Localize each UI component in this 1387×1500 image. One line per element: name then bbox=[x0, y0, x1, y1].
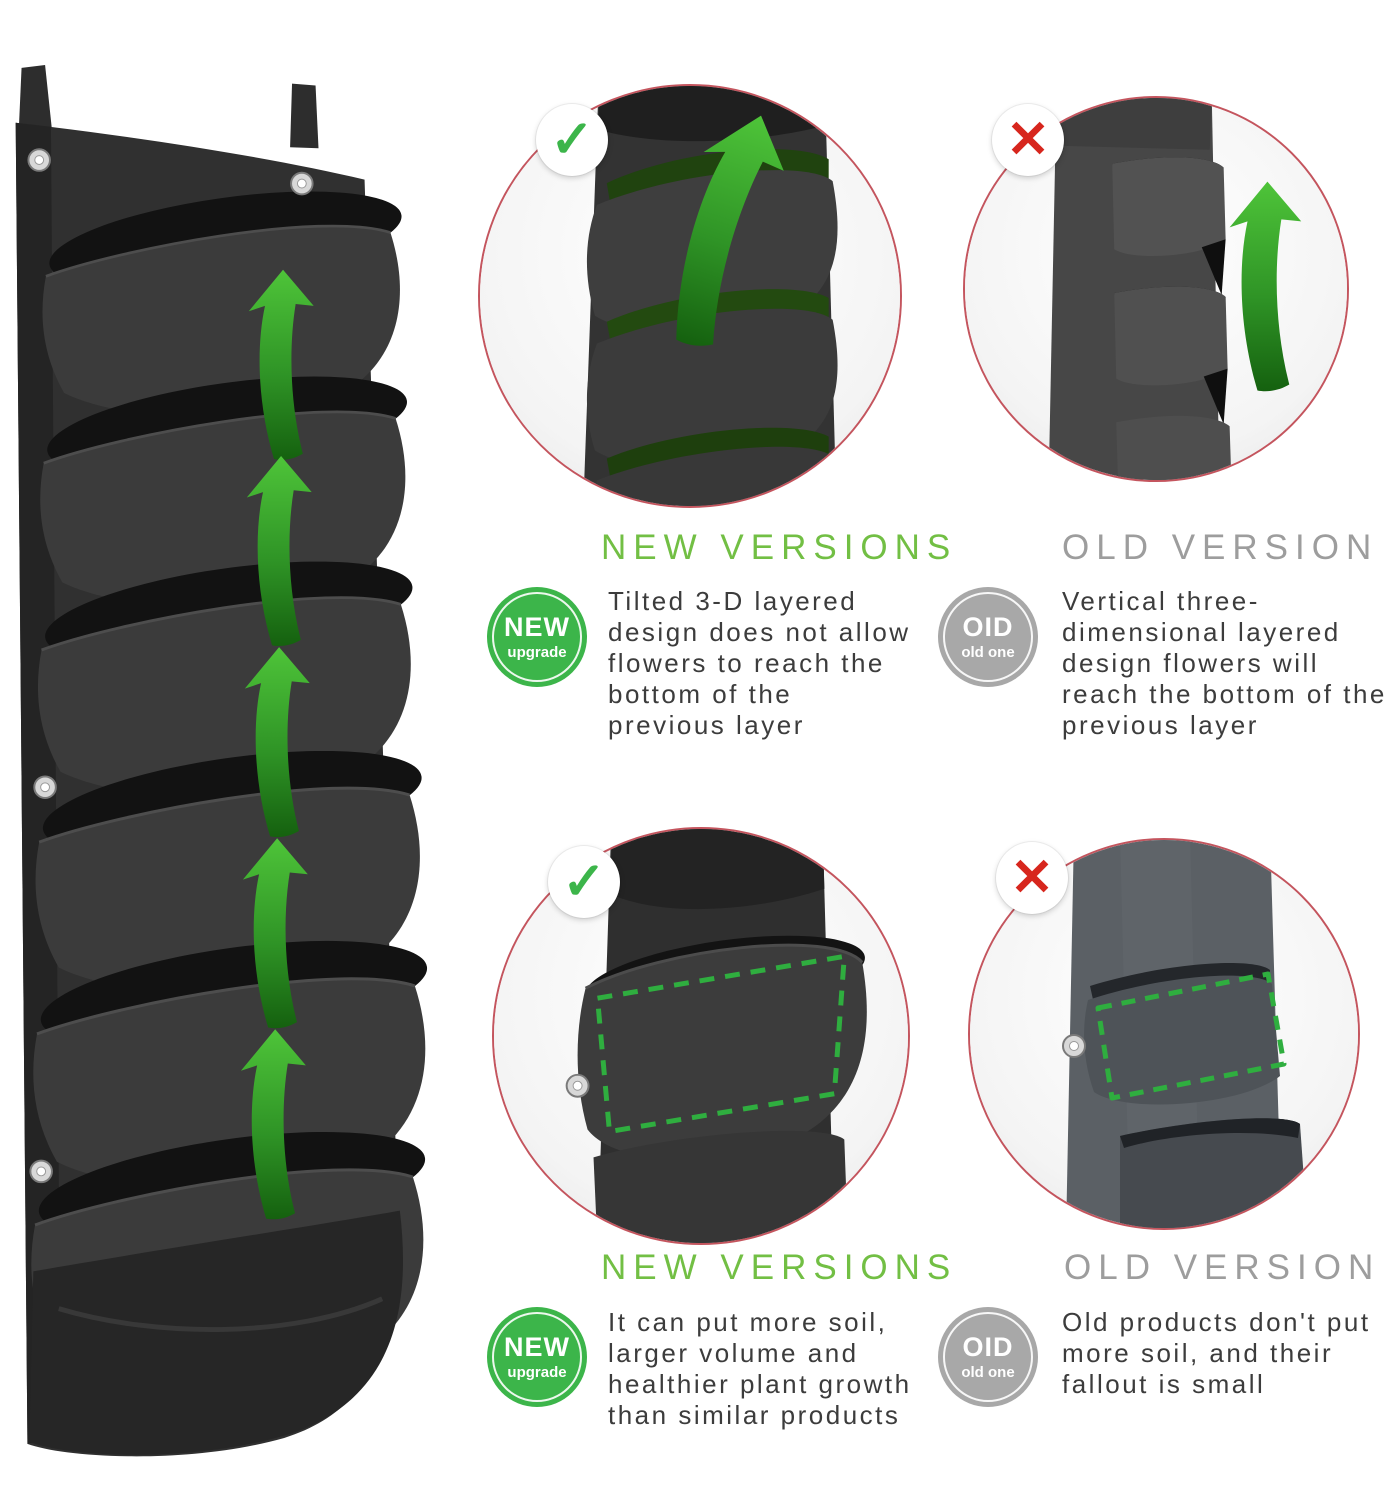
volume-dashed-outline bbox=[1095, 971, 1287, 1101]
hanging-tab-right bbox=[290, 83, 319, 149]
description-old-bottom: Old products don't put more soil, and th… bbox=[1062, 1307, 1371, 1399]
cross-glyph: ✕ bbox=[1006, 111, 1050, 169]
cross-icon: ✕ bbox=[996, 842, 1068, 914]
planter-product-photo bbox=[0, 20, 490, 1480]
old-one-badge-top: OID old one bbox=[938, 587, 1038, 687]
heading-new-versions-top: NEW VERSIONS bbox=[601, 528, 958, 567]
badge-ring bbox=[943, 1312, 1033, 1402]
checkmark-icon: ✓ bbox=[548, 846, 620, 918]
closeup-new-tilted-photo bbox=[478, 84, 902, 508]
cross-glyph: ✕ bbox=[1010, 849, 1054, 907]
heading-new-versions-bottom: NEW VERSIONS bbox=[601, 1248, 958, 1287]
description-old-top: Vertical three-dimensional layered desig… bbox=[1062, 586, 1387, 740]
description-new-top: Tilted 3-D layered design does not allow… bbox=[608, 586, 911, 740]
badge-ring bbox=[943, 592, 1033, 682]
heading-old-version-top: OLD VERSION bbox=[1062, 528, 1379, 567]
cross-icon: ✕ bbox=[992, 104, 1064, 176]
checkmark-icon: ✓ bbox=[536, 104, 608, 176]
closeup-new-volume-photo bbox=[492, 827, 910, 1245]
heading-old-version-bottom: OLD VERSION bbox=[1064, 1248, 1381, 1287]
badge-ring bbox=[492, 592, 582, 682]
volume-dashed-outline bbox=[595, 953, 847, 1135]
planter-base-pocket bbox=[29, 1210, 404, 1455]
closeup-old-volume-photo bbox=[968, 838, 1360, 1230]
badge-ring bbox=[492, 1312, 582, 1402]
hanging-tab-left bbox=[18, 64, 52, 134]
closeup-old-volume-illustration bbox=[970, 840, 1358, 1228]
checkmark-glyph: ✓ bbox=[562, 853, 606, 911]
new-upgrade-badge-bottom: NEW upgrade bbox=[487, 1307, 587, 1407]
planter-pockets bbox=[29, 172, 435, 1382]
old-one-badge-bottom: OID old one bbox=[938, 1307, 1038, 1407]
new-upgrade-badge-top: NEW upgrade bbox=[487, 587, 587, 687]
closeup-new-volume-illustration bbox=[494, 829, 908, 1243]
planter-base-sheen bbox=[58, 1296, 384, 1332]
description-new-bottom: It can put more soil, larger volume and … bbox=[608, 1307, 912, 1430]
closeup-new-tilted-illustration bbox=[480, 86, 900, 506]
planter-illustration bbox=[15, 64, 435, 1457]
checkmark-glyph: ✓ bbox=[550, 111, 594, 169]
